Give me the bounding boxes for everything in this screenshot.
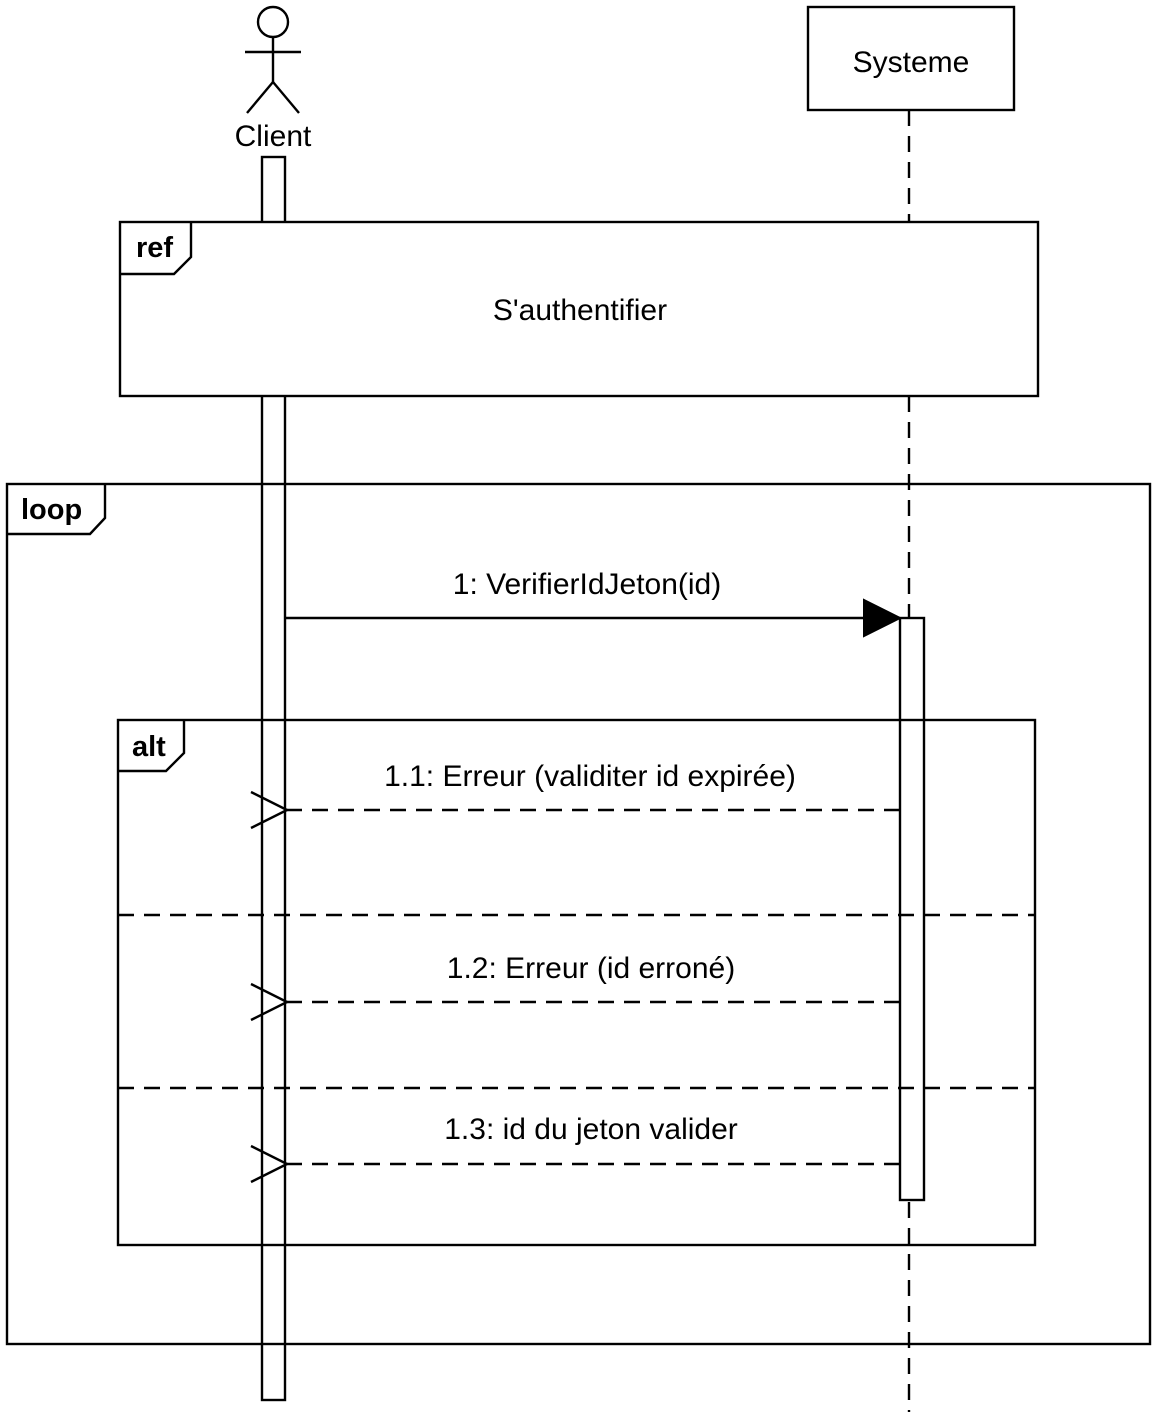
- filled-arrowhead-icon: [863, 598, 903, 638]
- client-label: Client: [235, 120, 312, 153]
- message-1-1-label: 1.1: Erreur (validiter id expirée): [384, 760, 796, 793]
- systeme-participant[interactable]: Systeme: [806, 5, 1016, 112]
- alt-tag: alt: [132, 731, 166, 763]
- message-1-label: 1: VerifierIdJeton(id): [453, 568, 721, 601]
- loop-frame[interactable]: loop: [5, 482, 1152, 1346]
- client-activation-bar: [260, 155, 287, 1402]
- ref-tag: ref: [136, 232, 173, 264]
- stick-figure-icon: [245, 5, 301, 114]
- systeme-activation-bar: [898, 616, 926, 1202]
- ref-frame[interactable]: ref S'authentifier: [118, 220, 1040, 398]
- ref-title: S'authentifier: [493, 294, 667, 327]
- message-1-3-label: 1.3: id du jeton valider: [444, 1113, 738, 1146]
- message-1[interactable]: 1: VerifierIdJeton(id): [285, 568, 903, 638]
- message-1-3[interactable]: 1.3: id du jeton valider: [287, 1113, 900, 1164]
- message-1-1[interactable]: 1.1: Erreur (validiter id expirée): [287, 760, 900, 810]
- loop-tag: loop: [21, 494, 82, 526]
- message-1-2[interactable]: 1.2: Erreur (id erroné): [287, 952, 900, 1002]
- message-1-2-label: 1.2: Erreur (id erroné): [447, 952, 735, 985]
- systeme-label: Systeme: [853, 46, 970, 79]
- alt-frame[interactable]: alt: [116, 718, 1037, 1247]
- client-actor[interactable]: Client: [235, 5, 312, 153]
